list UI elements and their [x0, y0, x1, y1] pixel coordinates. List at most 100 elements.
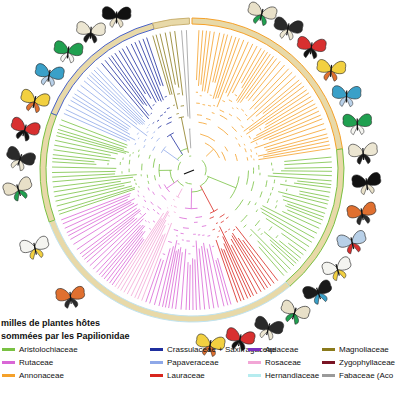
tree-node-arc	[252, 120, 253, 122]
butterfly-photo	[321, 256, 354, 284]
tree-node-arc	[163, 253, 165, 255]
leaf-branch	[165, 33, 175, 85]
leaf-branch	[143, 39, 161, 86]
tree-node-arc	[212, 246, 214, 248]
leaf-branch	[109, 57, 144, 104]
root-arc	[185, 182, 191, 184]
leaf-branch	[160, 34, 178, 109]
tree-node-arc	[237, 108, 239, 109]
tree-node-arc	[269, 227, 272, 231]
body	[239, 334, 241, 346]
leaf-branch	[224, 243, 248, 298]
clade-ring	[192, 18, 343, 150]
root-arc	[177, 181, 183, 186]
tree-node-arc	[229, 100, 232, 102]
legend-item: Apiaceae	[248, 345, 298, 354]
tree-node-arc	[256, 153, 257, 155]
leaf-branch	[216, 240, 237, 302]
tree-node-arc	[174, 211, 176, 213]
leaf-branch	[59, 125, 126, 148]
tree-branches	[52, 30, 332, 310]
leaf-branch	[283, 200, 325, 214]
leaf-branch	[65, 199, 128, 228]
tree-node-arc	[165, 96, 167, 98]
tree-node-arc	[241, 109, 243, 111]
hindwing	[340, 96, 347, 106]
hindwing	[357, 124, 364, 134]
tree-node-arc	[148, 188, 149, 191]
body	[292, 308, 296, 319]
leaf-branch	[269, 119, 322, 140]
wing	[102, 7, 117, 20]
tree-node-arc	[222, 152, 226, 161]
tree-node-arc	[146, 127, 148, 128]
clade-ring	[51, 23, 154, 115]
tree-node-arc	[107, 163, 108, 165]
leaf-branch	[175, 31, 183, 95]
butterfly-photo	[245, 1, 278, 28]
leaf-branch	[284, 157, 331, 161]
leaf-branch	[121, 211, 168, 291]
leaf-branch	[56, 136, 126, 154]
leaf-branch	[196, 241, 200, 310]
leaf-branch	[146, 259, 161, 303]
tree-node-arc	[198, 234, 200, 235]
leaf-branch	[189, 265, 191, 310]
leaf-branch	[220, 226, 254, 295]
tree-node-arc	[148, 221, 149, 223]
leaf-branch	[55, 182, 131, 197]
leaf-branch	[170, 32, 179, 88]
legend-text: Rutaceae	[19, 358, 53, 367]
tree-node-arc	[157, 120, 159, 121]
legend-item: Fabaceae (Aco	[322, 371, 393, 380]
root-arc	[200, 177, 208, 186]
tree-node-arc	[122, 158, 123, 160]
leaf-branch	[96, 225, 140, 272]
tree-node-arc	[253, 168, 254, 174]
tree-node-arc	[174, 206, 177, 207]
leaf-branch	[186, 30, 190, 118]
tree-node-arc	[197, 114, 202, 116]
butterfly-photo	[102, 7, 131, 28]
tree-node-arc	[196, 92, 198, 93]
tree-node-arc	[249, 136, 250, 139]
stem-branch	[178, 189, 182, 197]
legend-item: Aristolochiaceae	[2, 345, 78, 354]
stem-branch	[206, 149, 213, 156]
leaf-branch	[84, 218, 134, 260]
tree-node-arc	[183, 227, 189, 229]
butterfly-photo	[76, 21, 106, 43]
leaf-branch	[68, 202, 131, 235]
body	[116, 11, 117, 23]
stem-branch	[181, 117, 188, 152]
tree-node-arc	[188, 253, 190, 254]
tree-node-arc	[160, 115, 163, 116]
butterfly-photo	[332, 86, 361, 107]
clade-ring	[40, 113, 57, 222]
tree-node-arc	[129, 154, 131, 156]
tree-node-arc	[210, 94, 212, 95]
butterfly-photo	[336, 230, 368, 256]
legend-item: Rutaceae	[2, 358, 53, 367]
tree-node-arc	[258, 228, 260, 230]
tree-node-arc	[166, 122, 171, 125]
leaf-branch	[66, 110, 130, 141]
body	[362, 148, 364, 160]
hindwing	[346, 97, 353, 107]
body	[23, 125, 26, 137]
tree-node-arc	[276, 200, 278, 202]
butterfly-photo	[55, 286, 86, 309]
body	[67, 47, 68, 59]
wing	[366, 172, 382, 186]
leaf-branch	[201, 31, 207, 85]
tree-node-arc	[232, 127, 237, 132]
tree-node-arc	[186, 240, 189, 241]
tree-node-arc	[153, 209, 155, 211]
tree-node-arc	[173, 105, 175, 106]
leaf-branch	[281, 170, 332, 171]
legend-text: Papaveraceae	[167, 358, 219, 367]
tree-node-arc	[250, 149, 252, 151]
tree-node-arc	[138, 186, 139, 187]
tree-node-arc	[168, 117, 172, 119]
